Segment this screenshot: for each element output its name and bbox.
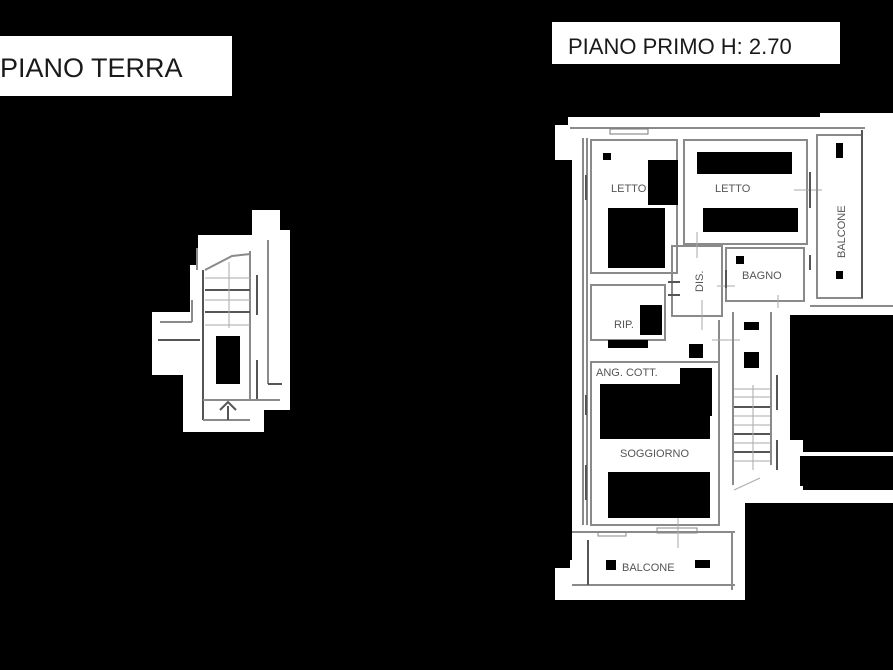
room-label-angolo-cottura: ANG. COTT. bbox=[596, 367, 658, 379]
room-label-disimpegno: DIS. bbox=[694, 271, 706, 292]
ground-floor-plan bbox=[152, 210, 290, 432]
room-label-soggiorno: SOGGIORNO bbox=[620, 448, 690, 460]
room-label-ripostiglio: RIP. bbox=[614, 319, 634, 331]
ground-floor-title-text: PIANO TERRA bbox=[0, 53, 183, 83]
ground-floor-title: PIANO TERRA bbox=[0, 36, 232, 96]
room-label-letto-2: LETTO bbox=[715, 183, 751, 195]
room-label-balcone-east: BALCONE bbox=[836, 205, 848, 258]
first-floor-plan bbox=[555, 113, 893, 603]
room-label-bagno: BAGNO bbox=[742, 270, 782, 282]
room-label-balcone-south: BALCONE bbox=[622, 562, 675, 574]
room-label-letto-1: LETTO bbox=[611, 183, 647, 195]
first-floor-title-text: PIANO PRIMO H: 2.70 bbox=[568, 34, 792, 59]
first-floor-title: PIANO PRIMO H: 2.70 bbox=[552, 22, 840, 64]
